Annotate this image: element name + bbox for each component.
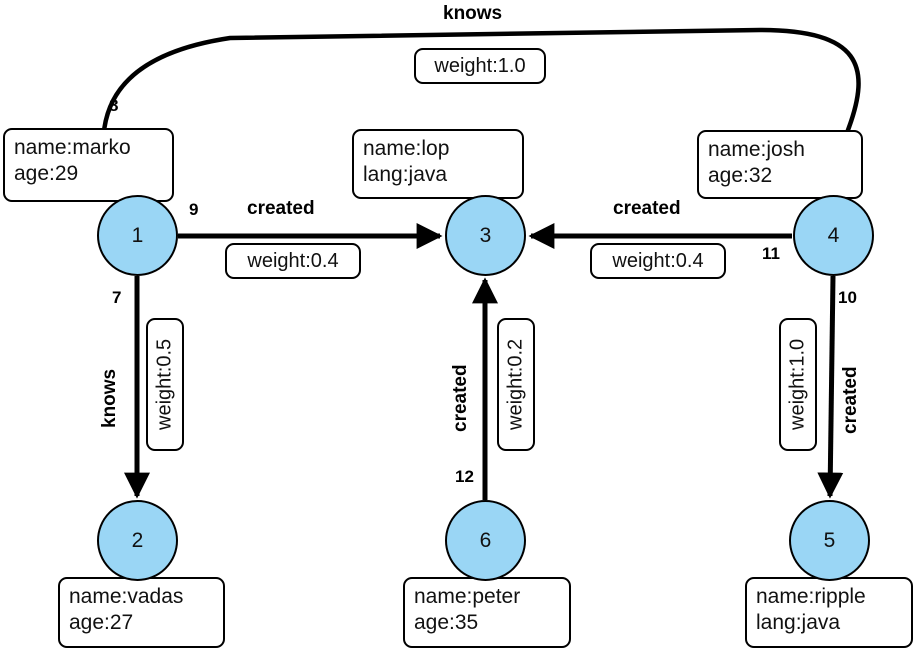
- vertex-properties-peter: name:peter age:35: [403, 577, 571, 648]
- vertex-properties-marko: name:marko age:29: [3, 128, 174, 202]
- edge-weight-9: weight:0.4: [225, 243, 361, 279]
- vertex-4[interactable]: 4: [793, 195, 874, 276]
- edge-id-8: 8: [109, 96, 119, 115]
- vertex-properties-josh: name:josh age:32: [697, 130, 863, 199]
- edge-label-10: created: [840, 366, 861, 434]
- vertex-3[interactable]: 3: [445, 195, 526, 276]
- edge-label-12: created: [450, 364, 471, 432]
- edge-id-9: 9: [189, 200, 199, 219]
- edge-id-12: 12: [455, 467, 474, 486]
- edge-weight-12: weight:0.2: [497, 318, 535, 451]
- edge-label-9: created: [247, 198, 315, 219]
- edge-10-path: [817, 275, 844, 499]
- edge-id-10: 10: [838, 288, 857, 307]
- vertex-6[interactable]: 6: [445, 500, 526, 581]
- edge-label-7: knows: [99, 368, 120, 428]
- vertex-properties-lop: name:lop lang:java: [352, 129, 524, 199]
- vertex-1[interactable]: 1: [97, 195, 178, 276]
- edge-weight-8: weight:1.0: [414, 48, 546, 84]
- vertex-5[interactable]: 5: [789, 500, 870, 581]
- vertex-properties-ripple: name:ripple lang:java: [745, 577, 913, 648]
- edge-id-11: 11: [762, 244, 780, 263]
- vertex-2[interactable]: 2: [97, 500, 178, 581]
- edge-weight-11: weight:0.4: [590, 243, 726, 279]
- edge-label-11: created: [613, 198, 681, 219]
- edge-id-7: 7: [112, 288, 122, 307]
- edge-weight-7: weight:0.5: [146, 318, 184, 451]
- vertex-properties-vadas: name:vadas age:27: [58, 577, 225, 648]
- edge-weight-10: weight:1.0: [779, 318, 817, 451]
- edge-label-8: knows: [443, 3, 503, 24]
